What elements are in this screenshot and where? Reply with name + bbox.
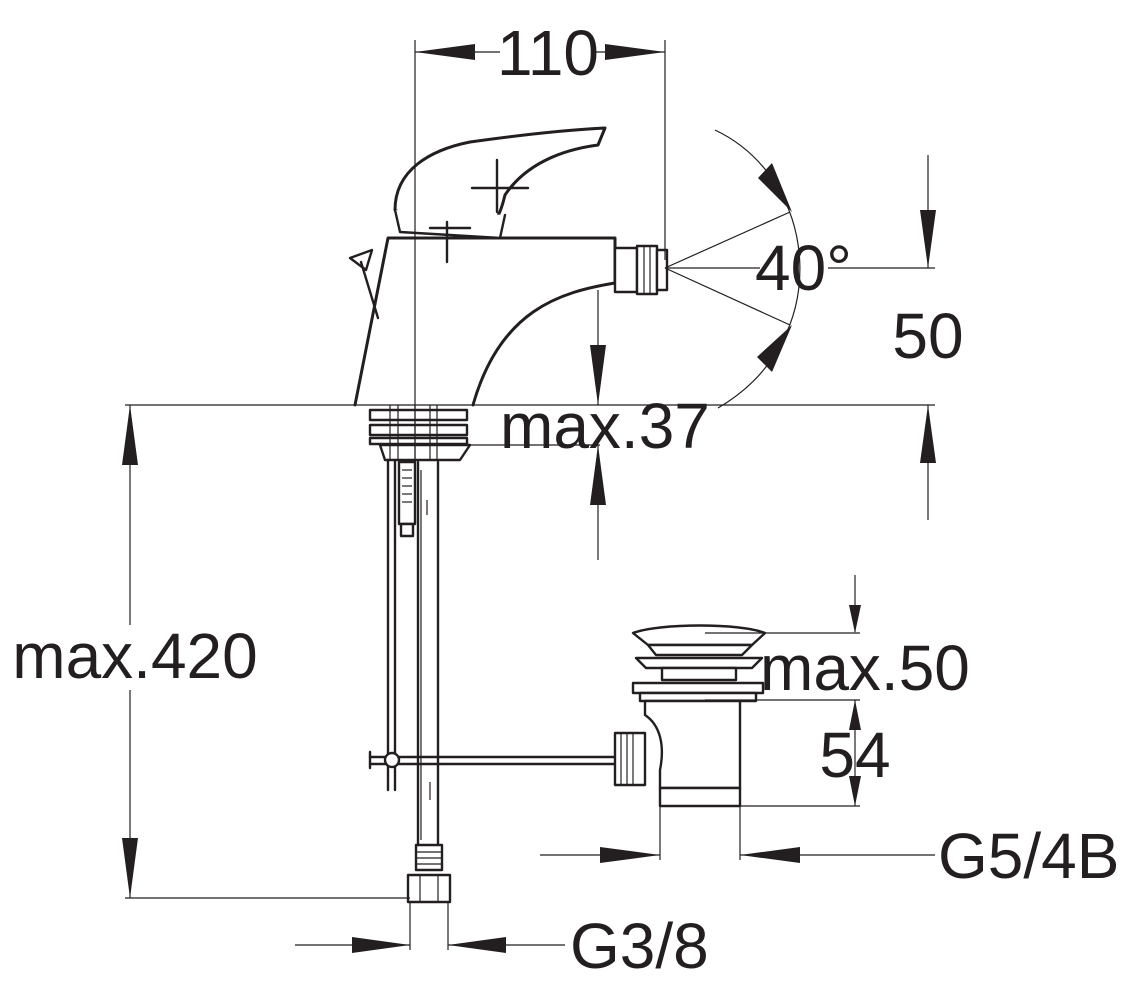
mounting-plate [368,405,472,462]
supply-hose-and-rod [386,458,452,904]
lever-handle [393,126,607,264]
dimension-max-50 [705,575,861,701]
dim-label-50: 50 [892,300,963,372]
popup-rod-knob [348,248,380,320]
dimension-height-54 [740,700,861,807]
dimension-height-50 [355,155,936,520]
dimension-max-37 [440,290,606,560]
dimension-angle-40 [664,129,801,409]
dim-label-54: 54 [819,719,890,791]
faucet-body [353,236,669,407]
dim-label-g54b: G5/4B [938,820,1119,892]
dim-label-max-420: max.420 [12,620,257,692]
dimension-thread-g38 [295,902,565,953]
dim-label-110: 110 [497,17,599,89]
dim-label-max-50: max.50 [760,632,970,704]
dim-label-g38: G3/8 [570,910,709,982]
popup-linkage-rod [368,750,617,770]
popup-waste-drain [613,624,767,808]
dimension-width-110 [414,40,666,470]
dim-label-max-37: max.37 [500,390,710,462]
dimension-max-420 [122,404,410,899]
dimension-thread-g54b [540,806,935,863]
